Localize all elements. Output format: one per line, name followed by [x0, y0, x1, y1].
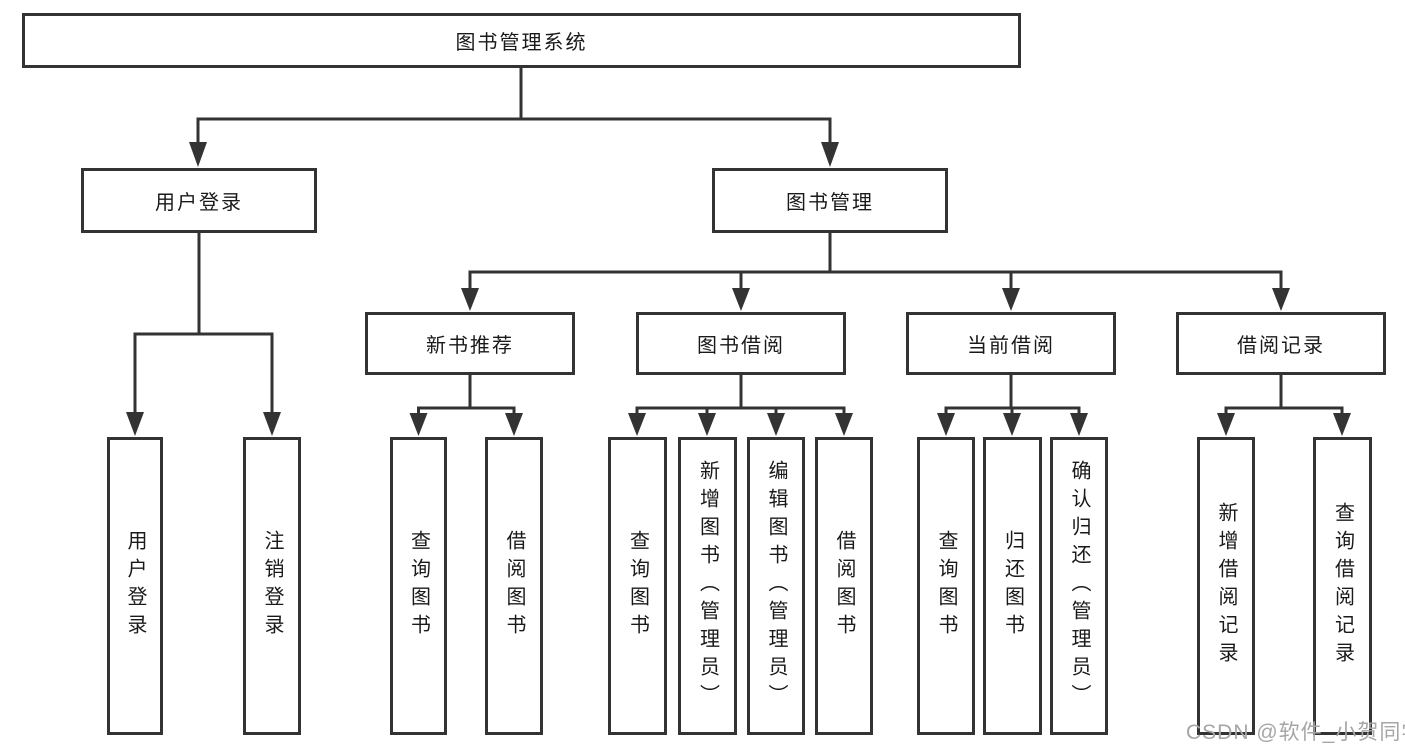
node-book-management-label: 图书管理 [786, 192, 874, 214]
leaf-add-borrow-record-label: 新增借阅记录 [1215, 502, 1237, 670]
node-new-book-recommend: 新书推荐 [365, 312, 575, 375]
leaf-add-borrow-record: 新增借阅记录 [1197, 437, 1255, 735]
node-new-book-recommend-label: 新书推荐 [426, 335, 514, 357]
csdn-watermark: CSDN @软件_小贺同学 [1186, 721, 1405, 744]
leaf-query-books-borrow: 查询图书 [608, 437, 667, 735]
leaf-user-login-label: 用户登录 [124, 530, 146, 642]
node-borrow-records-label: 借阅记录 [1237, 335, 1325, 357]
leaf-user-login: 用户登录 [107, 437, 163, 735]
node-user-login: 用户登录 [81, 168, 317, 233]
leaf-logout-label: 注销登录 [261, 530, 283, 642]
leaf-edit-books-admin-label: 编辑图书（管理员） [765, 460, 787, 712]
leaf-edit-books-admin: 编辑图书（管理员） [747, 437, 805, 735]
arrowheads [126, 142, 1351, 436]
leaf-borrow-books-label: 借阅图书 [833, 530, 855, 642]
leaf-return-books-label: 归还图书 [1001, 530, 1024, 642]
node-borrow-records: 借阅记录 [1176, 312, 1386, 375]
leaf-borrow-books-recommend: 借阅图书 [485, 437, 543, 735]
leaf-query-books-current-label: 查询图书 [935, 530, 957, 642]
leaf-query-books-current: 查询图书 [917, 437, 975, 735]
leaf-borrow-books: 借阅图书 [815, 437, 873, 735]
leaf-query-books-recommend: 查询图书 [390, 437, 447, 735]
node-book-management: 图书管理 [712, 168, 948, 233]
node-user-login-label: 用户登录 [155, 192, 243, 214]
node-current-borrow: 当前借阅 [906, 312, 1116, 375]
leaf-query-books-recommend-label: 查询图书 [407, 530, 430, 642]
leaf-confirm-return-admin-label: 确认归还（管理员） [1068, 460, 1090, 712]
leaf-query-borrow-record-label: 查询借阅记录 [1331, 502, 1354, 670]
leaf-borrow-books-recommend-label: 借阅图书 [503, 530, 525, 642]
leaf-add-books-admin-label: 新增图书（管理员） [696, 460, 719, 712]
leaf-confirm-return-admin: 确认归还（管理员） [1050, 437, 1108, 735]
node-library-system: 图书管理系统 [22, 13, 1021, 68]
leaf-query-borrow-record: 查询借阅记录 [1313, 437, 1372, 735]
leaf-query-books-borrow-label: 查询图书 [626, 530, 649, 642]
node-current-borrow-label: 当前借阅 [967, 335, 1055, 357]
leaf-add-books-admin: 新增图书（管理员） [678, 437, 737, 735]
leaf-logout: 注销登录 [243, 437, 301, 735]
leaf-return-books: 归还图书 [983, 437, 1042, 735]
node-book-borrow-label: 图书借阅 [697, 335, 785, 357]
node-library-system-label: 图书管理系统 [455, 32, 588, 54]
node-book-borrow: 图书借阅 [636, 312, 846, 375]
